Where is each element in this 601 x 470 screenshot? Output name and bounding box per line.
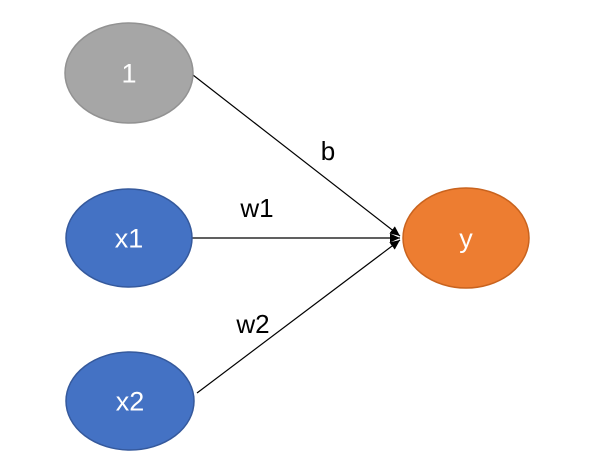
node-y: y bbox=[402, 187, 530, 289]
node-x2-ellipse bbox=[65, 351, 195, 451]
node-bias: 1 bbox=[64, 22, 194, 124]
node-y-ellipse bbox=[402, 187, 530, 289]
node-x1-ellipse bbox=[65, 188, 193, 288]
edge-label-w1: w1 bbox=[239, 193, 273, 223]
node-x2: x2 bbox=[65, 351, 195, 451]
node-label-x2: x2 bbox=[116, 386, 145, 416]
edge-b-arrow bbox=[192, 74, 401, 237]
edges-layer: b w1 w2 bbox=[192, 74, 401, 394]
edge-w2-arrow bbox=[196, 239, 401, 394]
node-label-x1: x1 bbox=[115, 223, 144, 253]
node-x1: x1 bbox=[65, 188, 193, 288]
node-label-bias: 1 bbox=[121, 58, 136, 88]
edge-label-b: b bbox=[321, 136, 335, 166]
node-bias-ellipse bbox=[64, 22, 194, 124]
nodes-layer: 1 x1 x2 y bbox=[64, 22, 530, 451]
edge-label-w2: w2 bbox=[235, 309, 269, 339]
node-label-y: y bbox=[459, 223, 473, 253]
